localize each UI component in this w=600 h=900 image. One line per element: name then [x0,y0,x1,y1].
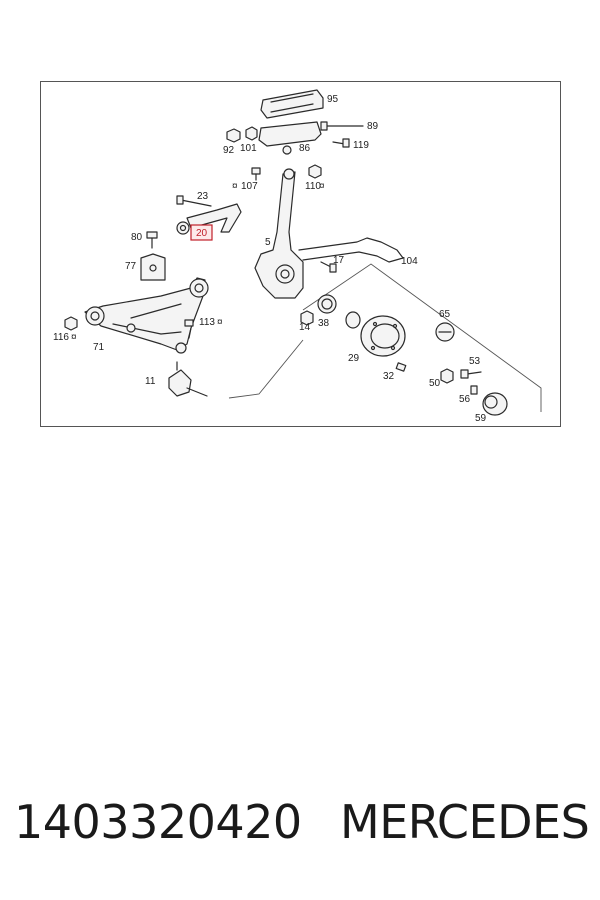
dust-cap-59 [482,392,508,416]
lower-control-arm [84,277,209,354]
upper-control-arm [258,121,322,155]
label-53: 53 [469,356,481,367]
bolt-80 [146,231,158,249]
washer-101 [245,126,258,141]
leader-line [302,263,542,412]
nut-92 [226,128,241,143]
bolt-53 [460,369,482,379]
upper-mount-bracket [260,89,324,119]
steering-knuckle [254,168,304,299]
label-11: 11 [145,376,156,387]
label-71: 71 [93,342,105,353]
ball-joint [168,361,208,397]
label-14: 14 [299,322,311,333]
bolt-107 [251,167,261,181]
footer: 1403320420 MERCEDES [0,795,600,865]
leader-line [228,339,304,399]
nut-116 [64,316,78,331]
label-116: 116 [53,332,69,343]
label-110: 110 [305,181,321,192]
label-17: 17 [333,255,345,266]
label-65: 65 [439,309,451,320]
parts-diagram: 95 89 92 101 86 119 107 110 23 20 80 5 1… [40,81,561,427]
stud-17 [320,261,337,273]
exchange-symbol-icon: ¤ [217,317,223,328]
label-20: 20 [196,228,208,239]
bolt-32 [395,362,407,372]
label-77: 77 [125,261,137,272]
label-5: 5 [265,237,271,248]
bolt-23 [176,195,212,207]
label-23: 23 [197,191,209,202]
exchange-symbol-icon: ¤ [71,332,77,343]
bracket-77 [140,253,166,281]
nut-50 [440,368,454,384]
label-92: 92 [223,145,235,156]
label-50: 50 [429,378,441,389]
exchange-symbol-icon: ¤ [319,181,325,192]
bolt-56 [470,385,478,395]
bearing-38 [317,294,337,314]
label-95: 95 [327,94,339,105]
label-104: 104 [401,256,418,267]
bolt-119 [332,138,350,148]
nut-110 [308,164,322,179]
bolt-89 [320,121,364,131]
wheel-hub [345,311,406,357]
label-32: 32 [383,371,395,382]
label-101: 101 [240,143,257,154]
brand-name: MERCEDES [340,795,590,849]
label-29: 29 [348,353,360,364]
steering-arm [298,237,404,263]
bolt-113 [184,319,194,339]
label-59: 59 [475,413,487,424]
label-38: 38 [318,318,330,329]
circlip-65 [435,322,455,342]
label-80: 80 [131,232,143,243]
label-89: 89 [367,121,379,132]
label-107: 107 [241,181,258,192]
exploded-view-drawing: 95 89 92 101 86 119 107 110 23 20 80 5 1… [53,89,542,424]
highlight-box-20 [190,224,213,241]
part-number: 1403320420 [14,795,302,849]
label-56: 56 [459,394,471,405]
nut-14 [300,310,314,326]
label-119: 119 [353,140,369,151]
label-86: 86 [299,143,311,154]
exchange-symbol-icon: ¤ [232,181,238,192]
label-113: 113 [199,317,215,328]
